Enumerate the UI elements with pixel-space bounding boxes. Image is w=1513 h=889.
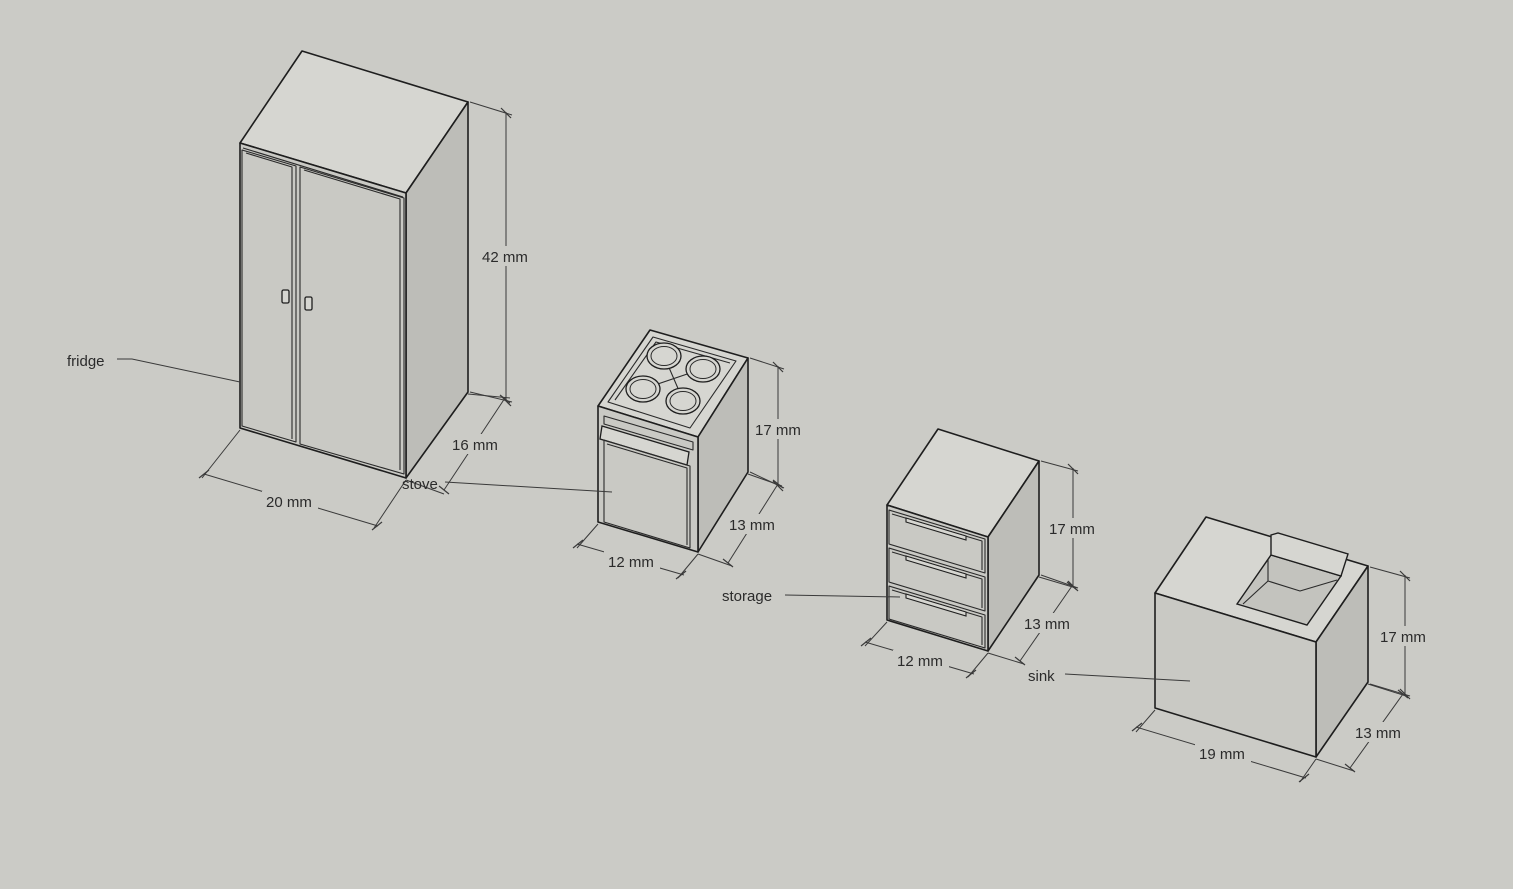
- storage-drawer-1: [888, 509, 986, 574]
- burner-back-right: [685, 355, 721, 383]
- stove-burners: [625, 342, 721, 415]
- fridge-right-door: [299, 166, 405, 475]
- fridge-width-label: 20 mm: [266, 494, 312, 511]
- stove-dimensions: 17 mm 13 mm 12 mm: [572, 357, 807, 580]
- burner-front-right: [665, 387, 701, 415]
- burner-front-left: [625, 375, 661, 403]
- sink-label: sink: [1028, 668, 1055, 685]
- storage-dimensions: 17 mm 13 mm 12 mm: [860, 460, 1101, 679]
- sink-callout: sink: [1028, 668, 1191, 685]
- sink-depth-label: 13 mm: [1355, 725, 1401, 742]
- fridge-model: [239, 50, 469, 479]
- stove-callout: stove: [402, 476, 613, 493]
- stove-width-label: 12 mm: [608, 554, 654, 571]
- fridge-label: fridge: [67, 353, 105, 370]
- sink-dimensions: 17 mm 13 mm 19 mm: [1131, 566, 1433, 783]
- storage-drawer-3-handle: [905, 593, 967, 617]
- stove-model: [597, 329, 749, 553]
- stove-depth-label: 13 mm: [729, 517, 775, 534]
- storage-height-label: 17 mm: [1049, 521, 1095, 538]
- storage-callout: storage: [722, 588, 901, 605]
- fridge-height-label: 42 mm: [482, 249, 528, 266]
- fridge-left-door: [241, 149, 297, 443]
- stove-oven-door: [603, 439, 691, 549]
- fridge-dimensions: 42 mm 16 mm 20 mm: [198, 101, 534, 531]
- storage-width-label: 12 mm: [897, 653, 943, 670]
- storage-drawer-2-handle: [905, 555, 967, 579]
- sink-width-label: 19 mm: [1199, 746, 1245, 763]
- storage-label: storage: [722, 588, 772, 605]
- fridge-left-handle: [281, 289, 290, 304]
- sink-height-label: 17 mm: [1380, 629, 1426, 646]
- storage-drawer-2: [888, 547, 986, 612]
- sink-model: [1154, 516, 1369, 758]
- storage-drawer-3: [888, 585, 986, 649]
- fridge-right-handle: [304, 296, 313, 311]
- stove-height-label: 17 mm: [755, 422, 801, 439]
- storage-depth-label: 13 mm: [1024, 616, 1070, 633]
- burner-back-left: [646, 342, 682, 370]
- storage-drawers: [888, 509, 986, 649]
- storage-drawer-1-handle: [905, 517, 967, 541]
- fridge-depth-label: 16 mm: [452, 437, 498, 454]
- stove-label: stove: [402, 476, 438, 493]
- sink-basin: [1235, 532, 1349, 626]
- storage-model: [886, 428, 1040, 652]
- fridge-callout: fridge: [67, 353, 241, 383]
